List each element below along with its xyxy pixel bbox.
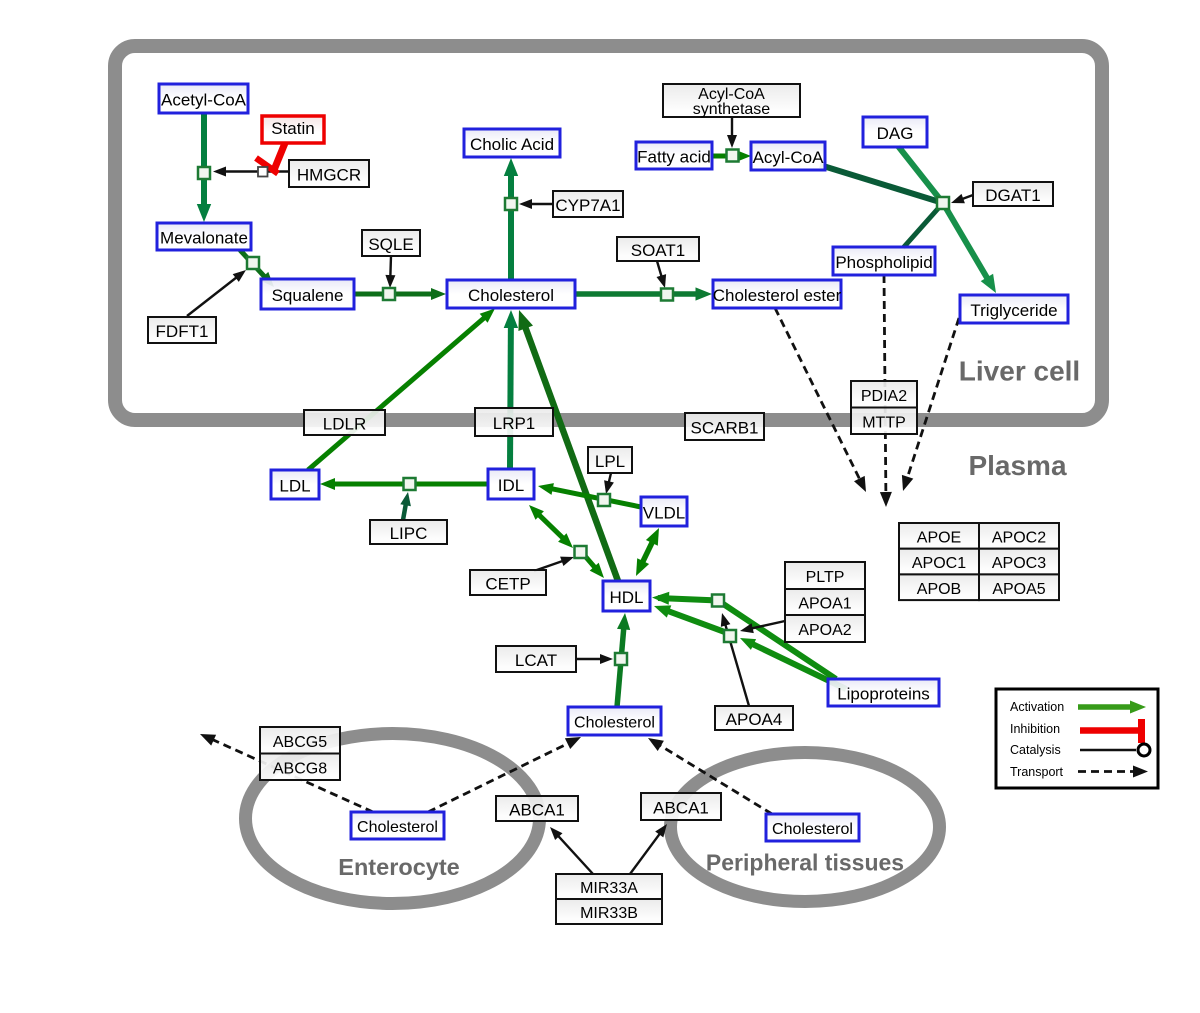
svg-text:Statin: Statin xyxy=(271,119,314,138)
svg-text:Cholesterol: Cholesterol xyxy=(772,821,853,838)
svg-text:Acetyl-CoA: Acetyl-CoA xyxy=(161,91,247,110)
svg-text:Liver cell: Liver cell xyxy=(959,356,1080,387)
svg-text:FDFT1: FDFT1 xyxy=(156,322,209,341)
svg-text:ABCG5: ABCG5 xyxy=(273,734,327,751)
svg-text:VLDL: VLDL xyxy=(643,504,686,523)
svg-text:Activation: Activation xyxy=(1010,700,1064,714)
svg-text:Inhibition: Inhibition xyxy=(1010,722,1060,736)
svg-text:synthetase: synthetase xyxy=(693,101,770,118)
svg-text:Triglyceride: Triglyceride xyxy=(970,301,1057,320)
svg-text:DGAT1: DGAT1 xyxy=(985,186,1040,205)
svg-text:APOA1: APOA1 xyxy=(798,596,851,613)
svg-text:MIR33B: MIR33B xyxy=(580,905,638,922)
svg-text:Enterocyte: Enterocyte xyxy=(338,854,459,880)
svg-text:LCAT: LCAT xyxy=(515,651,557,670)
svg-text:ABCA1: ABCA1 xyxy=(653,799,709,818)
svg-text:LDL: LDL xyxy=(279,476,310,495)
svg-text:IDL: IDL xyxy=(498,476,524,495)
svg-text:HDL: HDL xyxy=(609,588,643,607)
svg-text:APOA5: APOA5 xyxy=(992,581,1045,598)
svg-text:Transport: Transport xyxy=(1010,765,1064,779)
svg-text:Catalysis: Catalysis xyxy=(1010,743,1061,757)
svg-text:SQLE: SQLE xyxy=(368,235,413,254)
svg-text:ABCA1: ABCA1 xyxy=(509,801,565,820)
svg-text:Cholesterol ester: Cholesterol ester xyxy=(713,286,842,305)
svg-text:Mevalonate: Mevalonate xyxy=(160,228,248,247)
svg-text:APOC2: APOC2 xyxy=(992,530,1046,547)
svg-text:DAG: DAG xyxy=(877,124,914,143)
svg-text:MIR33A: MIR33A xyxy=(580,880,638,897)
svg-text:Lipoproteins: Lipoproteins xyxy=(837,685,930,704)
svg-text:Plasma: Plasma xyxy=(968,450,1066,481)
svg-text:Fatty acid: Fatty acid xyxy=(637,147,711,166)
svg-text:SOAT1: SOAT1 xyxy=(631,241,685,260)
svg-text:Cholic Acid: Cholic Acid xyxy=(470,135,554,154)
svg-text:CYP7A1: CYP7A1 xyxy=(555,196,620,215)
svg-text:LIPC: LIPC xyxy=(390,524,428,543)
svg-text:Cholesterol: Cholesterol xyxy=(574,715,655,732)
svg-text:LRP1: LRP1 xyxy=(493,414,536,433)
svg-text:MTTP: MTTP xyxy=(862,414,906,431)
svg-text:Cholesterol: Cholesterol xyxy=(468,286,554,305)
svg-text:Peripheral tissues: Peripheral tissues xyxy=(706,850,904,876)
svg-text:LDLR: LDLR xyxy=(323,414,366,433)
svg-text:APOC1: APOC1 xyxy=(912,555,966,572)
svg-text:Acyl-CoA: Acyl-CoA xyxy=(753,148,825,167)
svg-text:SCARB1: SCARB1 xyxy=(690,418,758,437)
svg-text:CETP: CETP xyxy=(485,575,530,594)
svg-text:APOA2: APOA2 xyxy=(798,622,851,639)
svg-text:Cholesterol: Cholesterol xyxy=(357,819,438,836)
svg-text:PDIA2: PDIA2 xyxy=(861,388,907,405)
svg-text:APOC3: APOC3 xyxy=(992,555,1046,572)
svg-text:Phospholipid: Phospholipid xyxy=(835,253,932,272)
svg-text:Squalene: Squalene xyxy=(272,286,344,305)
svg-text:ABCG8: ABCG8 xyxy=(273,760,327,777)
svg-text:HMGCR: HMGCR xyxy=(297,165,361,184)
svg-text:APOB: APOB xyxy=(917,581,961,598)
svg-text:LPL: LPL xyxy=(595,452,625,471)
svg-text:APOE: APOE xyxy=(917,530,961,547)
svg-text:APOA4: APOA4 xyxy=(726,710,783,729)
svg-text:Acyl-CoA: Acyl-CoA xyxy=(698,86,765,103)
svg-text:PLTP: PLTP xyxy=(806,569,845,586)
